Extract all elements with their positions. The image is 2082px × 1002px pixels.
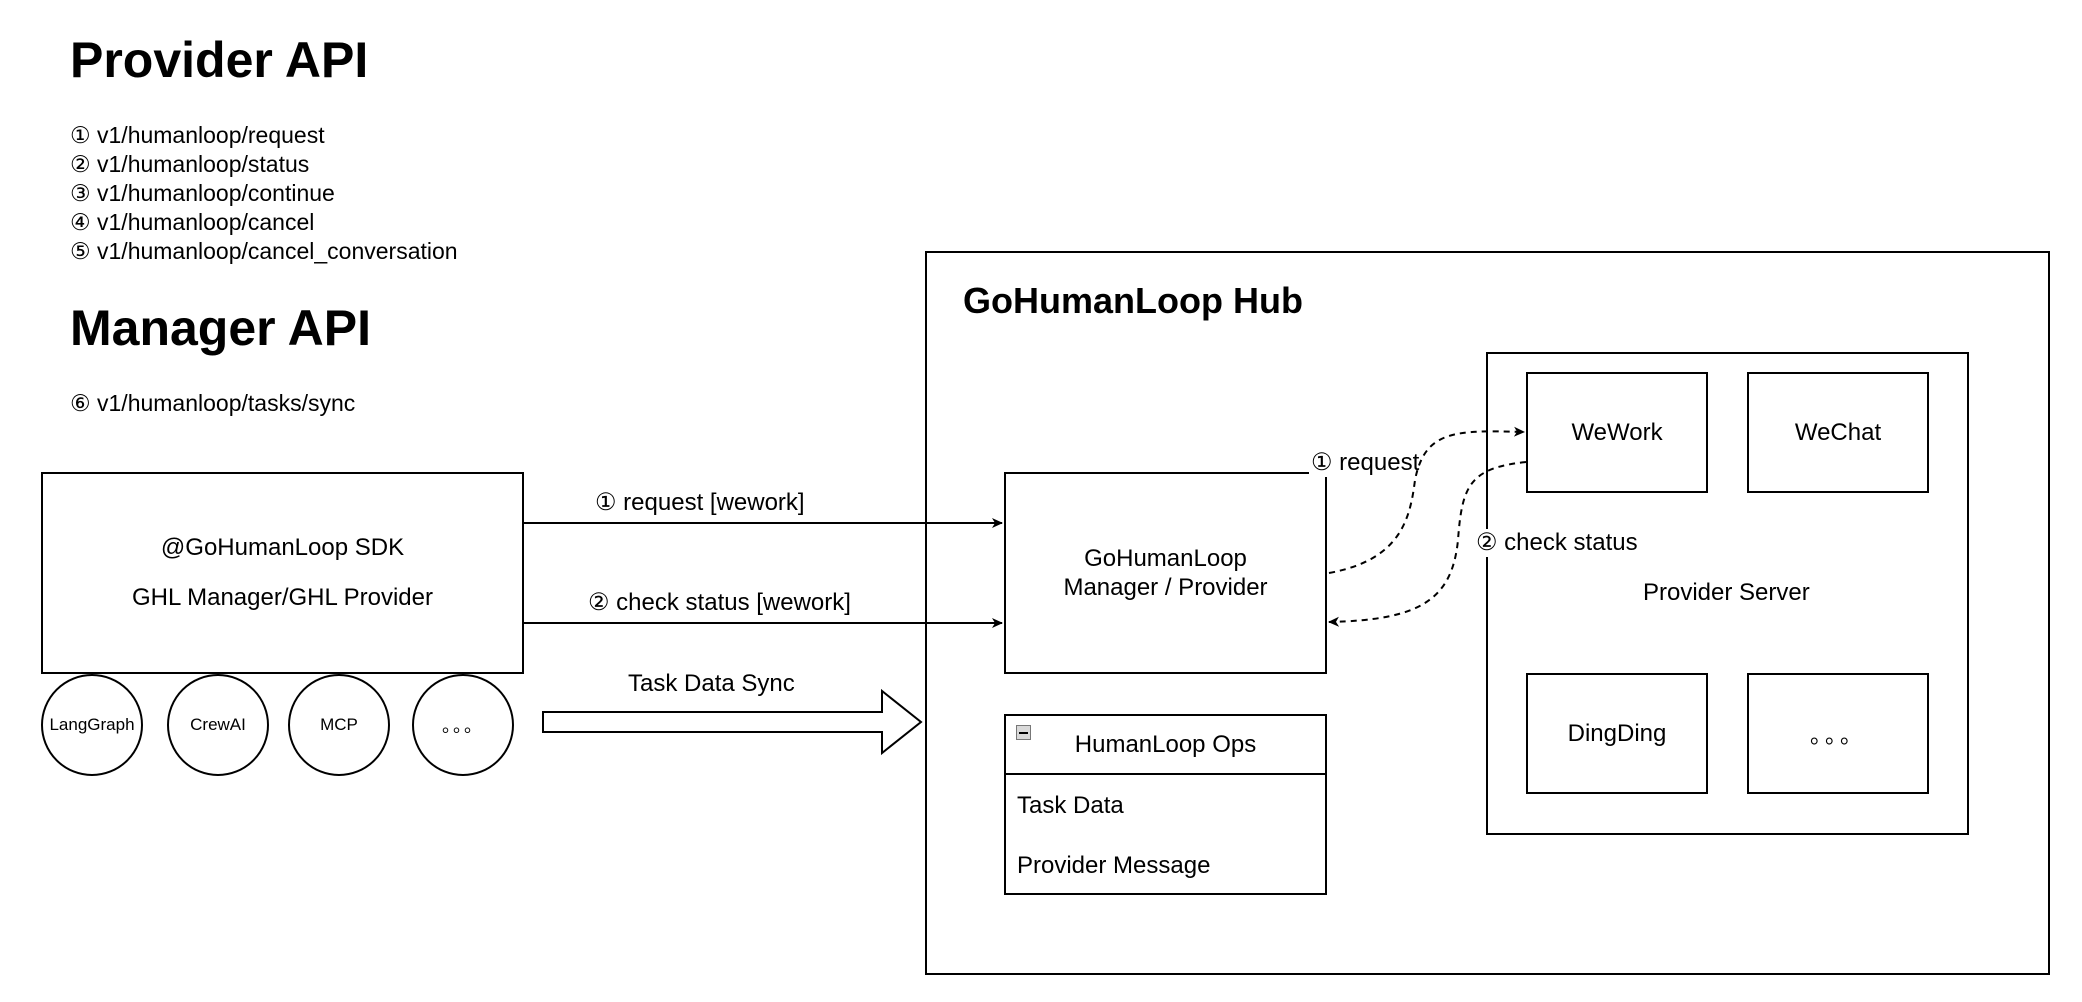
ops-item-provider-message: Provider Message bbox=[1017, 852, 1211, 879]
provider-api-endpoint-list: ① v1/humanloop/request ② v1/humanloop/st… bbox=[70, 121, 458, 266]
framework-more: 。。。 bbox=[412, 674, 514, 776]
hub-request-label: ① request bbox=[1309, 449, 1422, 477]
hub-manager-line2: Manager / Provider bbox=[1063, 574, 1268, 601]
humanloop-ops-title: HumanLoop Ops bbox=[1074, 731, 1257, 758]
hub-manager-line1: GoHumanLoop bbox=[1084, 545, 1247, 572]
provider-server-label: Provider Server bbox=[1643, 579, 1810, 606]
provider-wework: WeWork bbox=[1526, 372, 1708, 493]
hub-title: GoHumanLoop Hub bbox=[963, 280, 1303, 321]
endpoint-status: ② v1/humanloop/status bbox=[70, 151, 310, 177]
endpoint-cancel-conversation: ⑤ v1/humanloop/cancel_conversation bbox=[70, 238, 458, 264]
endpoint-continue: ③ v1/humanloop/continue bbox=[70, 180, 335, 206]
hub-container bbox=[925, 251, 2050, 975]
framework-crewai: CrewAI bbox=[167, 674, 269, 776]
framework-mcp: MCP bbox=[288, 674, 390, 776]
framework-langgraph: LangGraph bbox=[41, 674, 143, 776]
flow-task-sync-label: Task Data Sync bbox=[628, 670, 795, 697]
ops-item-task-data: Task Data bbox=[1017, 792, 1124, 819]
endpoint-cancel: ④ v1/humanloop/cancel bbox=[70, 209, 315, 235]
flow-check-status-label: ② check status [wework] bbox=[588, 589, 851, 616]
humanloop-ops-box: HumanLoop Ops Task Data Provider Message bbox=[1004, 714, 1327, 895]
arrow-task-data-sync bbox=[542, 688, 923, 756]
manager-api-endpoint-list: ⑥ v1/humanloop/tasks/sync bbox=[70, 389, 355, 418]
provider-wechat: WeChat bbox=[1747, 372, 1929, 493]
hub-check-status-label: ② check status bbox=[1474, 529, 1640, 557]
manager-api-title: Manager API bbox=[70, 300, 372, 356]
provider-more: 。。。 bbox=[1747, 673, 1929, 794]
sdk-subtitle: GHL Manager/GHL Provider bbox=[131, 584, 433, 611]
hub-manager-provider-box: GoHumanLoop Manager / Provider bbox=[1004, 472, 1327, 674]
endpoint-tasks-sync: ⑥ v1/humanloop/tasks/sync bbox=[70, 390, 356, 416]
collapse-icon[interactable] bbox=[1016, 725, 1031, 740]
sdk-title: @GoHumanLoop SDK bbox=[160, 534, 405, 561]
provider-dingding: DingDing bbox=[1526, 673, 1708, 794]
sdk-box: @GoHumanLoop SDK GHL Manager/GHL Provide… bbox=[41, 472, 524, 674]
endpoint-request: ① v1/humanloop/request bbox=[70, 122, 325, 148]
provider-api-title: Provider API bbox=[70, 32, 369, 88]
flow-request-label: ① request [wework] bbox=[595, 489, 805, 516]
humanloop-ops-header: HumanLoop Ops bbox=[1006, 716, 1325, 775]
